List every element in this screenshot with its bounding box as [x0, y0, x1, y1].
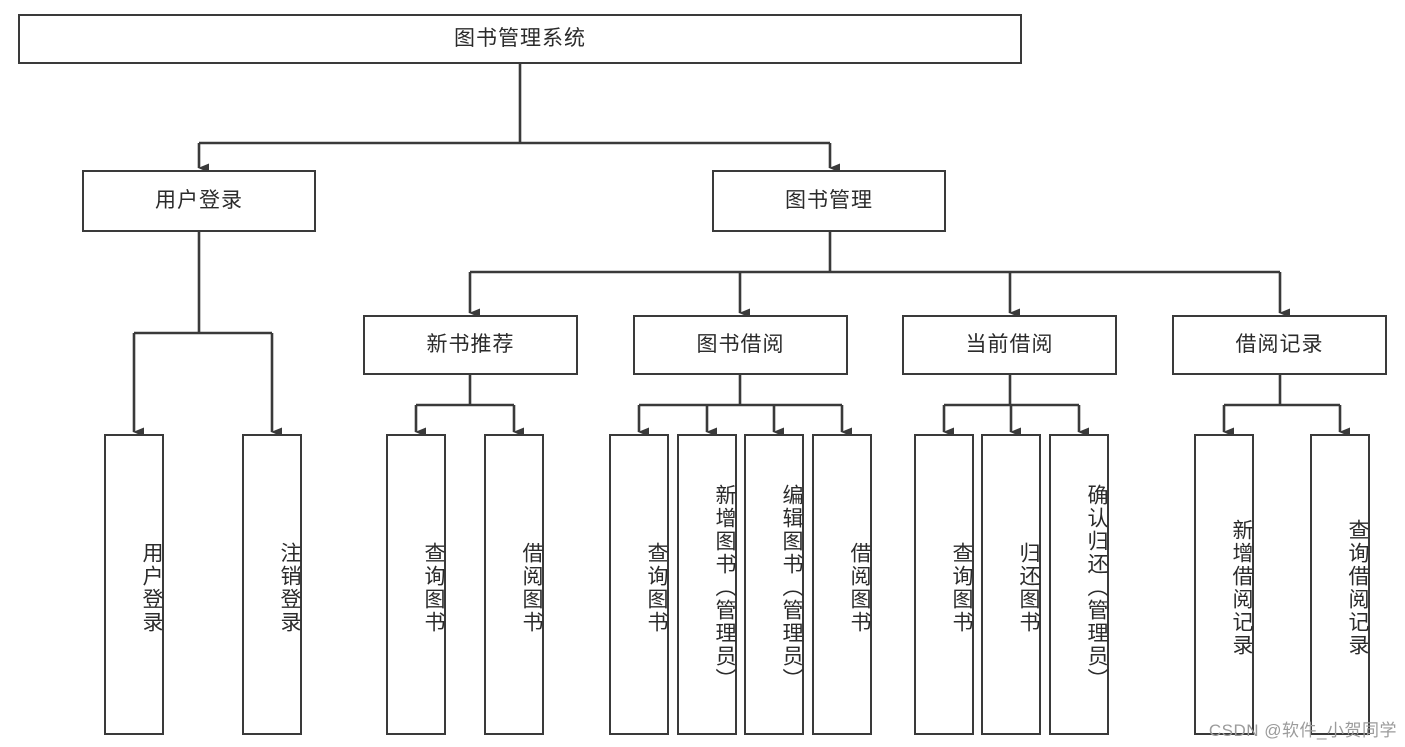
node-leaf-query-book-2[interactable]: 查询图书	[609, 434, 669, 735]
node-current-borrow[interactable]: 当前借阅	[902, 315, 1117, 375]
node-borrow-record-label: 借阅记录	[1235, 332, 1324, 356]
node-borrow-record[interactable]: 借阅记录	[1172, 315, 1387, 375]
node-user-login-label: 用户登录	[155, 188, 243, 212]
node-book-management-label: 图书管理	[785, 188, 873, 212]
node-leaf-return-book-label: 归还图书	[1017, 541, 1040, 634]
node-leaf-query-book-1-label: 查询图书	[422, 541, 445, 634]
node-leaf-return-book[interactable]: 归还图书	[981, 434, 1041, 735]
node-leaf-logout-label: 注销登录	[278, 541, 301, 634]
node-leaf-confirm-return[interactable]: 确认归还（管理员）	[1049, 434, 1109, 735]
node-leaf-query-book-1[interactable]: 查询图书	[386, 434, 446, 735]
node-leaf-borrow-book-1-label: 借阅图书	[520, 541, 543, 634]
node-book-borrow[interactable]: 图书借阅	[633, 315, 848, 375]
node-new-book-recommend-label: 新书推荐	[426, 332, 515, 356]
node-leaf-user-login-label: 用户登录	[140, 541, 163, 634]
node-new-book-recommend[interactable]: 新书推荐	[363, 315, 578, 375]
node-book-borrow-label: 图书借阅	[696, 332, 785, 356]
csdn-watermark: CSDN @软件_小贺同学	[1208, 721, 1397, 740]
node-leaf-borrow-book-2-label: 借阅图书	[848, 541, 871, 634]
node-leaf-query-book-2-label: 查询图书	[645, 541, 668, 634]
node-leaf-add-record-label: 新增借阅记录	[1230, 518, 1253, 657]
node-root-system-label: 图书管理系统	[454, 26, 586, 50]
node-leaf-query-book-3[interactable]: 查询图书	[914, 434, 974, 735]
node-leaf-query-record[interactable]: 查询借阅记录	[1310, 434, 1370, 735]
node-user-login[interactable]: 用户登录	[82, 170, 316, 232]
node-leaf-add-book-label: 新增图书（管理员）	[713, 484, 736, 691]
node-leaf-edit-book-label: 编辑图书（管理员）	[780, 484, 803, 691]
node-leaf-confirm-return-label: 确认归还（管理员）	[1085, 484, 1108, 691]
node-current-borrow-label: 当前借阅	[965, 332, 1054, 356]
node-leaf-borrow-book-2[interactable]: 借阅图书	[812, 434, 872, 735]
node-leaf-user-login[interactable]: 用户登录	[104, 434, 164, 735]
node-leaf-borrow-book-1[interactable]: 借阅图书	[484, 434, 544, 735]
node-leaf-query-book-3-label: 查询图书	[950, 541, 973, 634]
node-leaf-edit-book[interactable]: 编辑图书（管理员）	[744, 434, 804, 735]
node-leaf-add-record[interactable]: 新增借阅记录	[1194, 434, 1254, 735]
node-root-system[interactable]: 图书管理系统	[18, 14, 1022, 64]
node-leaf-query-record-label: 查询借阅记录	[1346, 518, 1369, 657]
node-leaf-logout[interactable]: 注销登录	[242, 434, 302, 735]
node-book-management[interactable]: 图书管理	[712, 170, 946, 232]
node-leaf-add-book[interactable]: 新增图书（管理员）	[677, 434, 737, 735]
